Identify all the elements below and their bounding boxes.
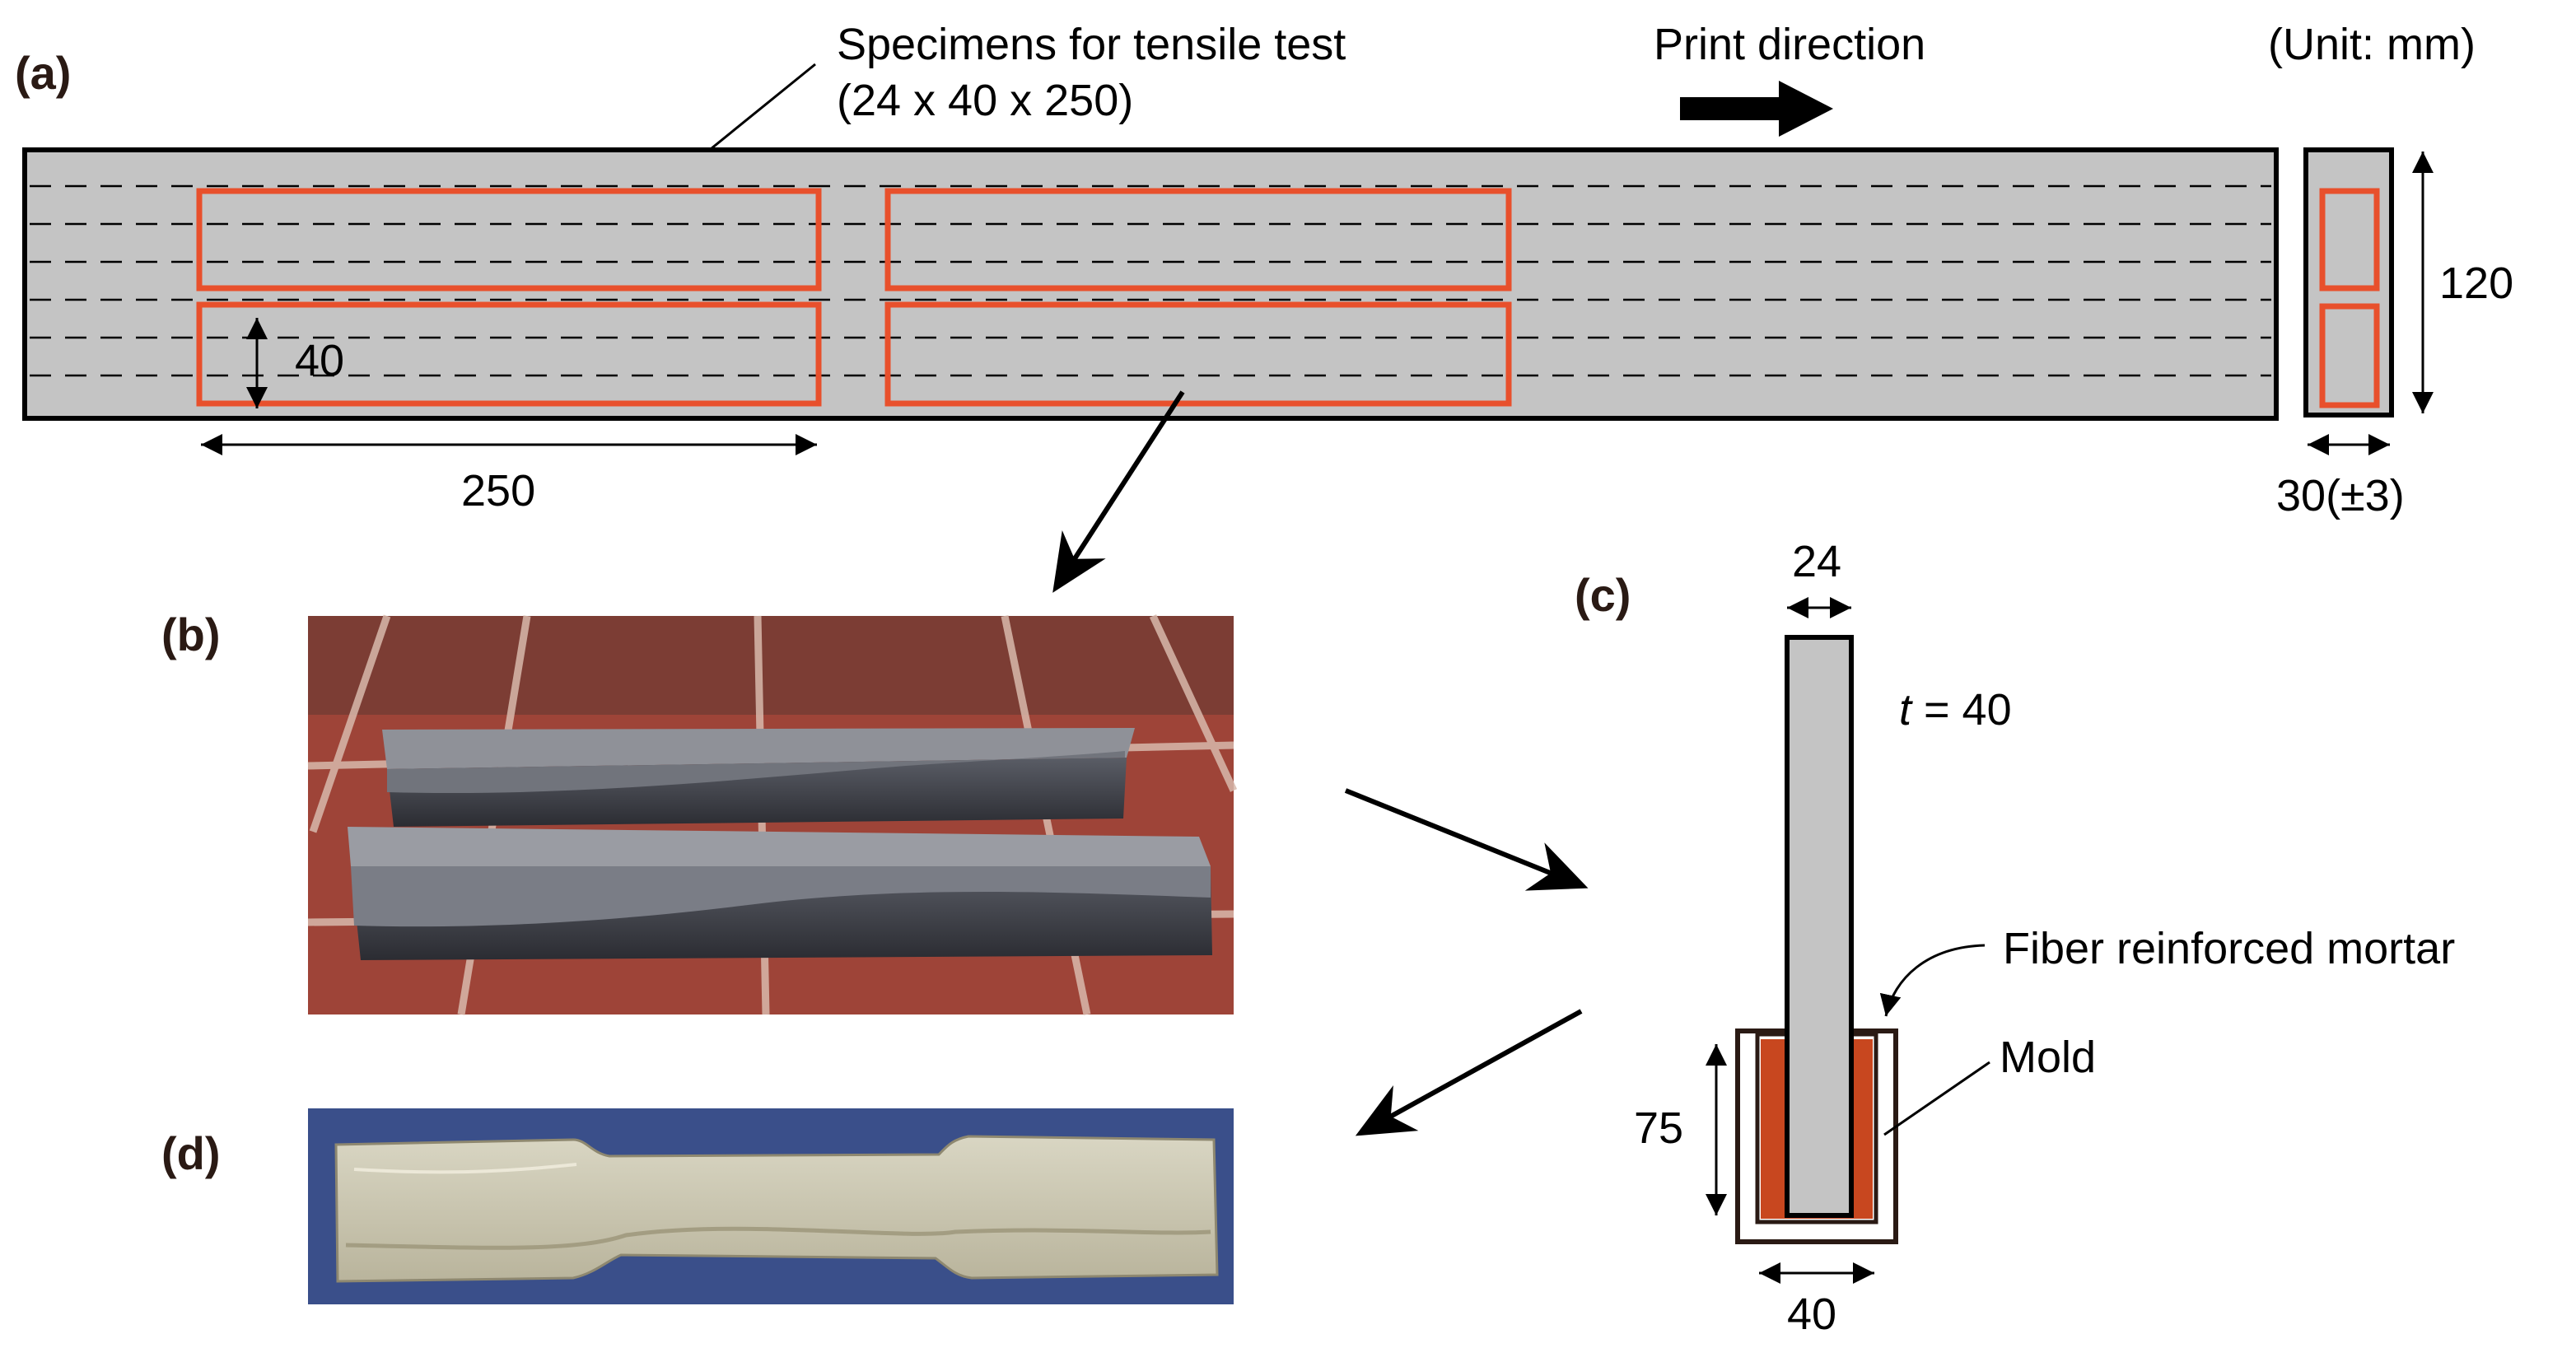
unit-label: (Unit: mm) <box>2268 20 2476 69</box>
dim-specimen-length: 250 <box>461 466 535 515</box>
dim-mold-width-label: 40 <box>1787 1290 1836 1339</box>
photo-cut-specimens <box>307 614 1238 1015</box>
panel-c-label: (c) <box>1575 569 1631 621</box>
panel-d-label: (d) <box>161 1127 221 1179</box>
specimen-label: Specimens for tensile test <box>837 20 1346 69</box>
fiber-label: Fiber reinforced mortar <box>2003 924 2455 973</box>
printed-wall-elevation <box>22 147 2279 421</box>
flow-arrow-b-to-c <box>1344 788 1589 891</box>
specimen-outlines <box>196 188 1512 407</box>
mold-leader-line <box>1883 1061 1990 1136</box>
dim-specimen-height: 40 <box>295 336 344 385</box>
panel-a-label: (a) <box>15 47 71 99</box>
flow-arrow-a-to-b <box>1052 390 1185 593</box>
layer-lines <box>30 184 2271 377</box>
dim-width-label: 24 <box>1792 537 1841 586</box>
print-direction-arrow <box>1680 81 1833 137</box>
dim-section-height: 120 <box>2439 259 2513 308</box>
flow-arrow-c-to-d <box>1355 1009 1583 1136</box>
thickness-label: t = 40 <box>1899 685 2012 735</box>
print-direction-label: Print direction <box>1654 20 1925 69</box>
section-specimen-outlines <box>2319 188 2380 408</box>
mold-label: Mold <box>2000 1033 2096 1082</box>
specimen-bar <box>1785 635 1854 1218</box>
fiber-leader-arrow <box>1879 944 1986 1017</box>
photo-dogbone-specimen <box>308 1108 1234 1304</box>
specimen-size: (24 x 40 x 250) <box>837 76 1133 125</box>
dim-depth-label: 75 <box>1634 1103 1683 1153</box>
panel-b-label: (b) <box>161 609 221 660</box>
dim-section-width: 30(±3) <box>2276 471 2405 520</box>
